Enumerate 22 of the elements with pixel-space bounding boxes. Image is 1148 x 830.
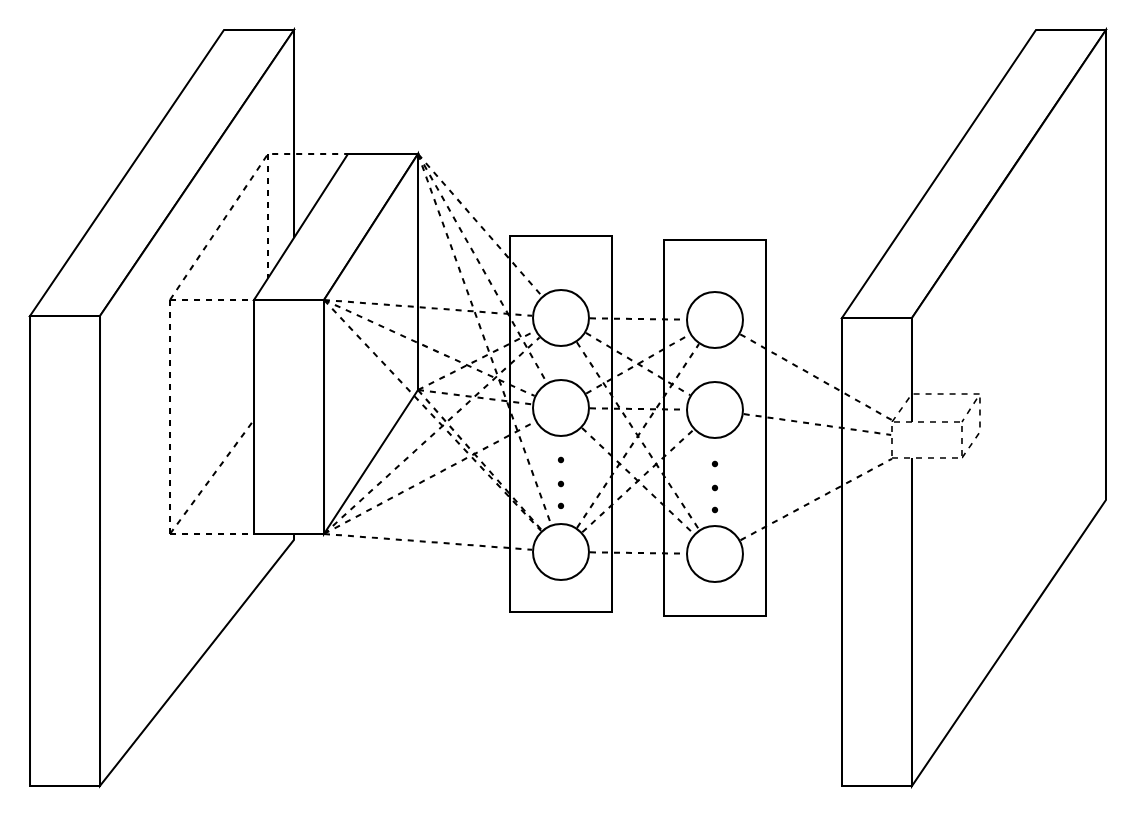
connection-line [323,299,534,317]
connection-line [417,153,553,526]
neuron-circle [686,291,744,349]
connection-line [742,413,893,436]
connection-line [417,153,548,384]
cube-drawing [891,393,982,459]
neuron-circle [686,381,744,439]
connection-line [417,389,534,406]
connection-line [323,336,541,535]
neuron-circle [686,525,744,583]
connection-line [417,153,543,298]
connection-line [739,333,895,423]
connection-line [417,330,537,391]
connection-line [323,533,534,551]
connection-line [417,389,543,532]
neuron-circle [532,523,590,581]
neuron-circle [532,379,590,437]
connection-line [323,299,543,532]
neuron-circle [532,289,590,347]
connection-line [323,420,537,535]
connection-line [739,457,894,542]
connection-line [323,299,536,397]
